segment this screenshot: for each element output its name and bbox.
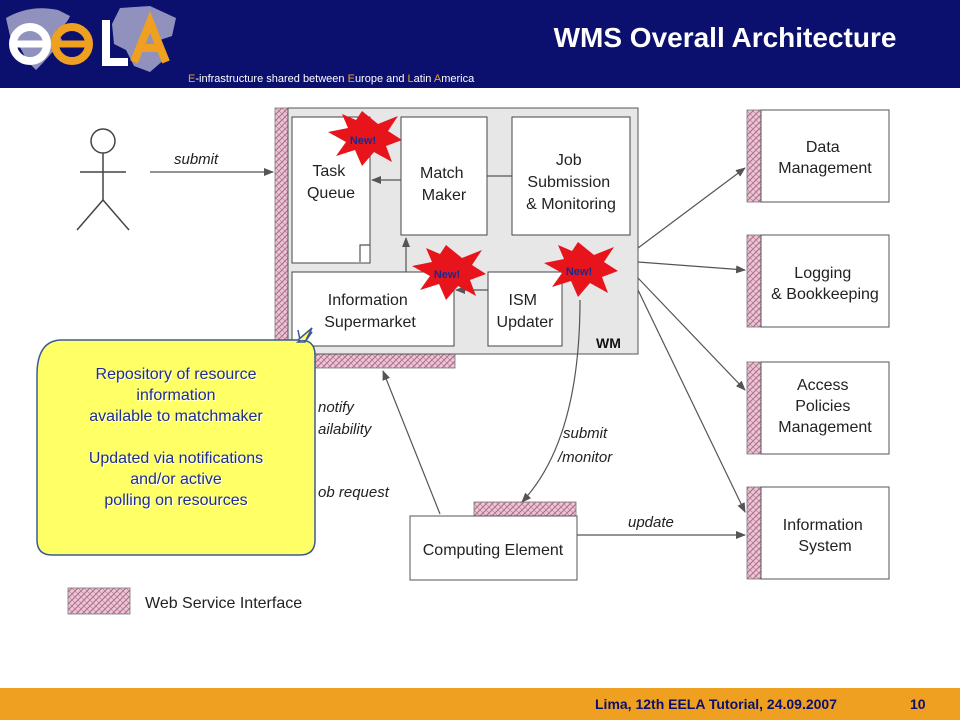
callout-line-7: polling on resources <box>104 492 248 509</box>
submit-monitor-arrow <box>521 299 581 503</box>
task-queue-label: Task Queue <box>307 163 355 202</box>
header-bar: WMS Overall Architecture E-infrastructur… <box>0 0 960 88</box>
info-supermarket-label: Information Supermarket <box>324 292 416 331</box>
submit-monitor-line1: submit <box>563 425 608 442</box>
computing-element-interface <box>473 501 577 517</box>
eela-logo-icon <box>6 6 176 72</box>
logging-line2: & Bookkeeping <box>771 286 879 303</box>
tagline-part-0: E <box>188 73 196 85</box>
callout-line-6: and/or active <box>130 471 222 488</box>
page-title: WMS Overall Architecture <box>553 22 897 53</box>
legend-swatch <box>67 587 131 615</box>
svg-text:Data Management: Data Management <box>778 139 872 177</box>
access-policies-node: Access Policies Management <box>746 361 890 455</box>
wm-to-data-arrow <box>637 167 746 249</box>
computing-element-box <box>409 515 578 581</box>
svg-text:Logging & Bookkeeping: Logging & Bookkeeping <box>771 265 879 303</box>
notify-label: notify ailability <box>318 399 373 438</box>
legend-label: Web Service Interface <box>145 595 302 612</box>
submit-label: submit <box>174 151 219 168</box>
computing-element-label: Computing Element <box>423 542 564 559</box>
svg-text:Access Policies Ma: Access Policies Management <box>778 377 872 436</box>
match-maker-box <box>400 116 488 236</box>
data-management-node: Data Management <box>746 109 890 203</box>
notify-line2: ailability <box>318 421 373 438</box>
wm-to-logging-arrow <box>637 261 746 274</box>
job-request-label: ob request <box>318 484 390 501</box>
job-submission-line1: Job <box>556 152 582 169</box>
information-system-node: Information System <box>746 486 890 580</box>
ism-updater-box <box>487 271 563 347</box>
match-maker-line1: Match <box>420 165 464 182</box>
info-supermarket-line2: Supermarket <box>324 314 416 331</box>
tagline-part-3: urope and <box>354 73 408 85</box>
update-label: update <box>628 514 674 531</box>
tagline-part-4: L <box>407 73 414 85</box>
callout-bubble <box>36 331 316 556</box>
new-badge-3-label: New! <box>566 266 592 278</box>
logging-line1: Logging <box>794 265 851 282</box>
wm-label: WM <box>596 335 621 351</box>
wms-architecture-diagram: WM Task Queue Match Maker Job Submission… <box>36 107 890 615</box>
ism-updater-label: ISM Updater <box>497 292 555 331</box>
access-policies-line2: Policies <box>795 398 850 415</box>
info-supermarket-line1: Information <box>328 292 408 309</box>
new-badge-3: New! <box>544 242 618 297</box>
tagline-part-2: E <box>347 73 355 85</box>
new-badge-1: New! <box>328 111 402 166</box>
callout-line-2: information <box>136 387 216 404</box>
new-badge-2-label: New! <box>434 269 460 281</box>
task-queue-line1: Task <box>312 163 346 180</box>
match-maker-label: Match Maker <box>420 165 468 204</box>
tagline-part-6: A <box>433 73 442 85</box>
svg-text:Information System: Information System <box>783 517 868 555</box>
job-submission-label: Job Submission & Monitoring <box>526 152 616 213</box>
tagline-part-7: merica <box>441 73 475 85</box>
callout-line-1: Repository of resource <box>95 366 257 383</box>
information-system-line1: Information <box>783 517 863 534</box>
queue-to-ism-link <box>359 244 370 262</box>
user-icon <box>76 128 130 231</box>
callout-text: Repository of resource information avail… <box>40 364 312 511</box>
task-queue-line2: Queue <box>307 185 355 202</box>
footer-bar <box>0 688 960 720</box>
logging-node: Logging & Bookkeeping <box>746 234 890 328</box>
data-management-line1: Data <box>806 139 840 156</box>
job-submission-line2: Submission <box>527 174 610 191</box>
information-system-line2: System <box>798 538 851 555</box>
wm-interface <box>274 107 290 369</box>
access-policies-line1: Access <box>797 377 849 394</box>
wm-to-access-arrow <box>637 277 746 391</box>
match-maker-line2: Maker <box>422 187 467 204</box>
ism-updater-line1: ISM <box>509 292 537 309</box>
callout-tail <box>297 327 313 341</box>
callout-line-3: available to matchmaker <box>89 408 263 425</box>
ce-to-wm-arrow <box>382 370 441 515</box>
tagline: E-infrastructure shared between Europe a… <box>188 73 474 85</box>
callout-line-5: Updated via notifications <box>88 450 264 467</box>
access-policies-line3: Management <box>778 419 872 436</box>
tagline-part-5: atin <box>413 73 434 85</box>
job-submission-box <box>511 116 631 236</box>
ism-updater-line2: Updater <box>497 314 555 331</box>
page-number: 10 <box>910 696 926 712</box>
tagline-part-1: -infrastructure shared between <box>195 73 348 85</box>
notify-line1: notify <box>318 399 355 416</box>
job-submission-line3: & Monitoring <box>526 196 616 213</box>
submit-monitor-line2: /monitor <box>557 449 613 466</box>
wm-to-infosys-arrow <box>637 289 746 513</box>
submit-monitor-label: submit /monitor <box>557 425 613 466</box>
footer-text: Lima, 12th EELA Tutorial, 24.09.2007 <box>595 696 837 712</box>
new-badge-2: New! <box>412 245 486 300</box>
callout-line-4 <box>40 427 312 448</box>
new-badge-1-label: New! <box>350 135 376 147</box>
data-management-line2: Management <box>778 160 872 177</box>
